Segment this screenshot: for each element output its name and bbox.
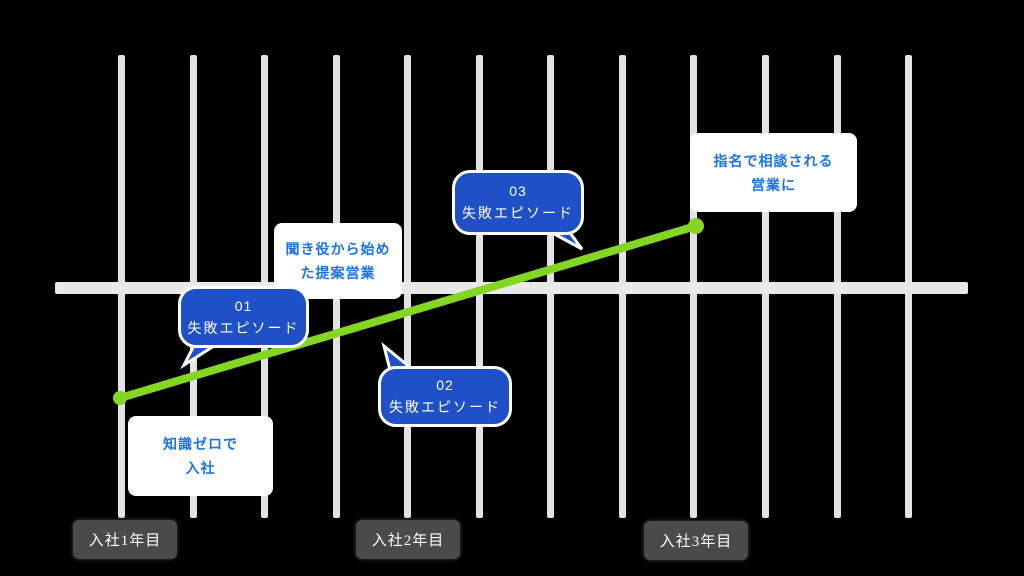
note-line: 知識ゼロで <box>163 436 238 452</box>
episode-bubble-01: 01 失敗エピソード <box>178 286 309 348</box>
note-line: 入社 <box>185 460 216 476</box>
note-line: 指名で相談される <box>713 152 834 169</box>
note-line: た提案営業 <box>300 265 376 281</box>
episode-label: 失敗エピソード <box>187 319 300 336</box>
episode-number: 03 <box>509 183 527 199</box>
episode-label: 失敗エピソード <box>462 205 574 221</box>
year-label-3: 入社3年目 <box>644 521 748 560</box>
note-joined-zero-knowledge: 知識ゼロで 入社 <box>128 416 273 496</box>
note-line: 聞き役から始め <box>285 241 391 257</box>
episode-number: 02 <box>436 377 454 393</box>
episode-label: 失敗エピソード <box>389 399 501 415</box>
episode-bubble-02: 02 失敗エピソード <box>378 366 512 427</box>
year-label-1: 入社1年目 <box>73 520 177 559</box>
note-line: 営業に <box>751 176 796 193</box>
episode-bubble-03: 03 失敗エピソード <box>452 170 584 235</box>
episode-number: 01 <box>234 297 253 314</box>
year-label-2: 入社2年目 <box>356 520 460 559</box>
note-requested-by-name: 指名で相談される 営業に <box>690 133 857 212</box>
